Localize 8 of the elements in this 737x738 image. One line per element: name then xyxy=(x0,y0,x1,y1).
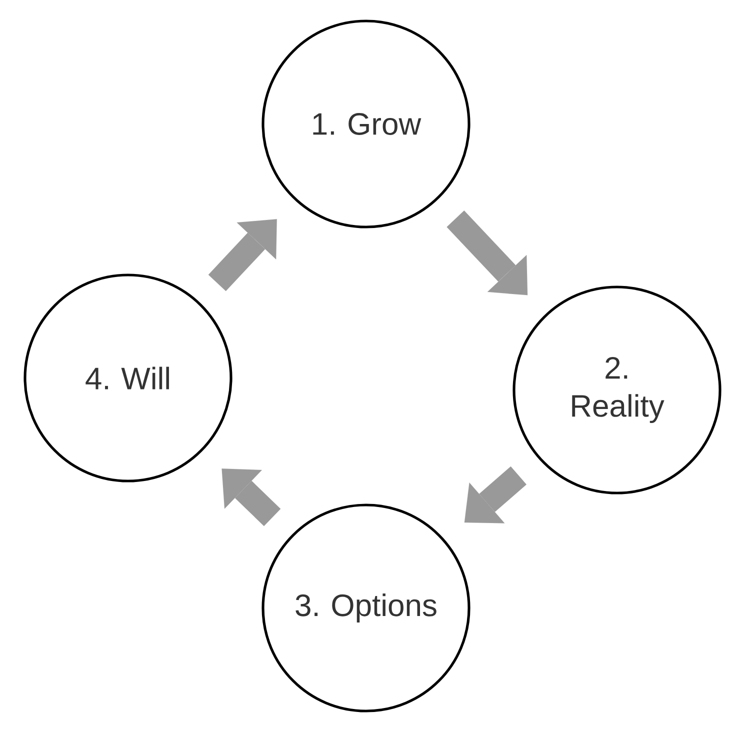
circle-node: 1. Grow xyxy=(262,20,470,228)
circle-node: 4. Will xyxy=(24,274,232,482)
block-arrow xyxy=(208,219,277,292)
block-arrow xyxy=(222,468,281,526)
block-arrow xyxy=(446,210,528,296)
circle-node: 2. Reality xyxy=(512,286,722,494)
block-arrow xyxy=(464,466,526,524)
circle-node: 3. Options xyxy=(262,504,470,712)
